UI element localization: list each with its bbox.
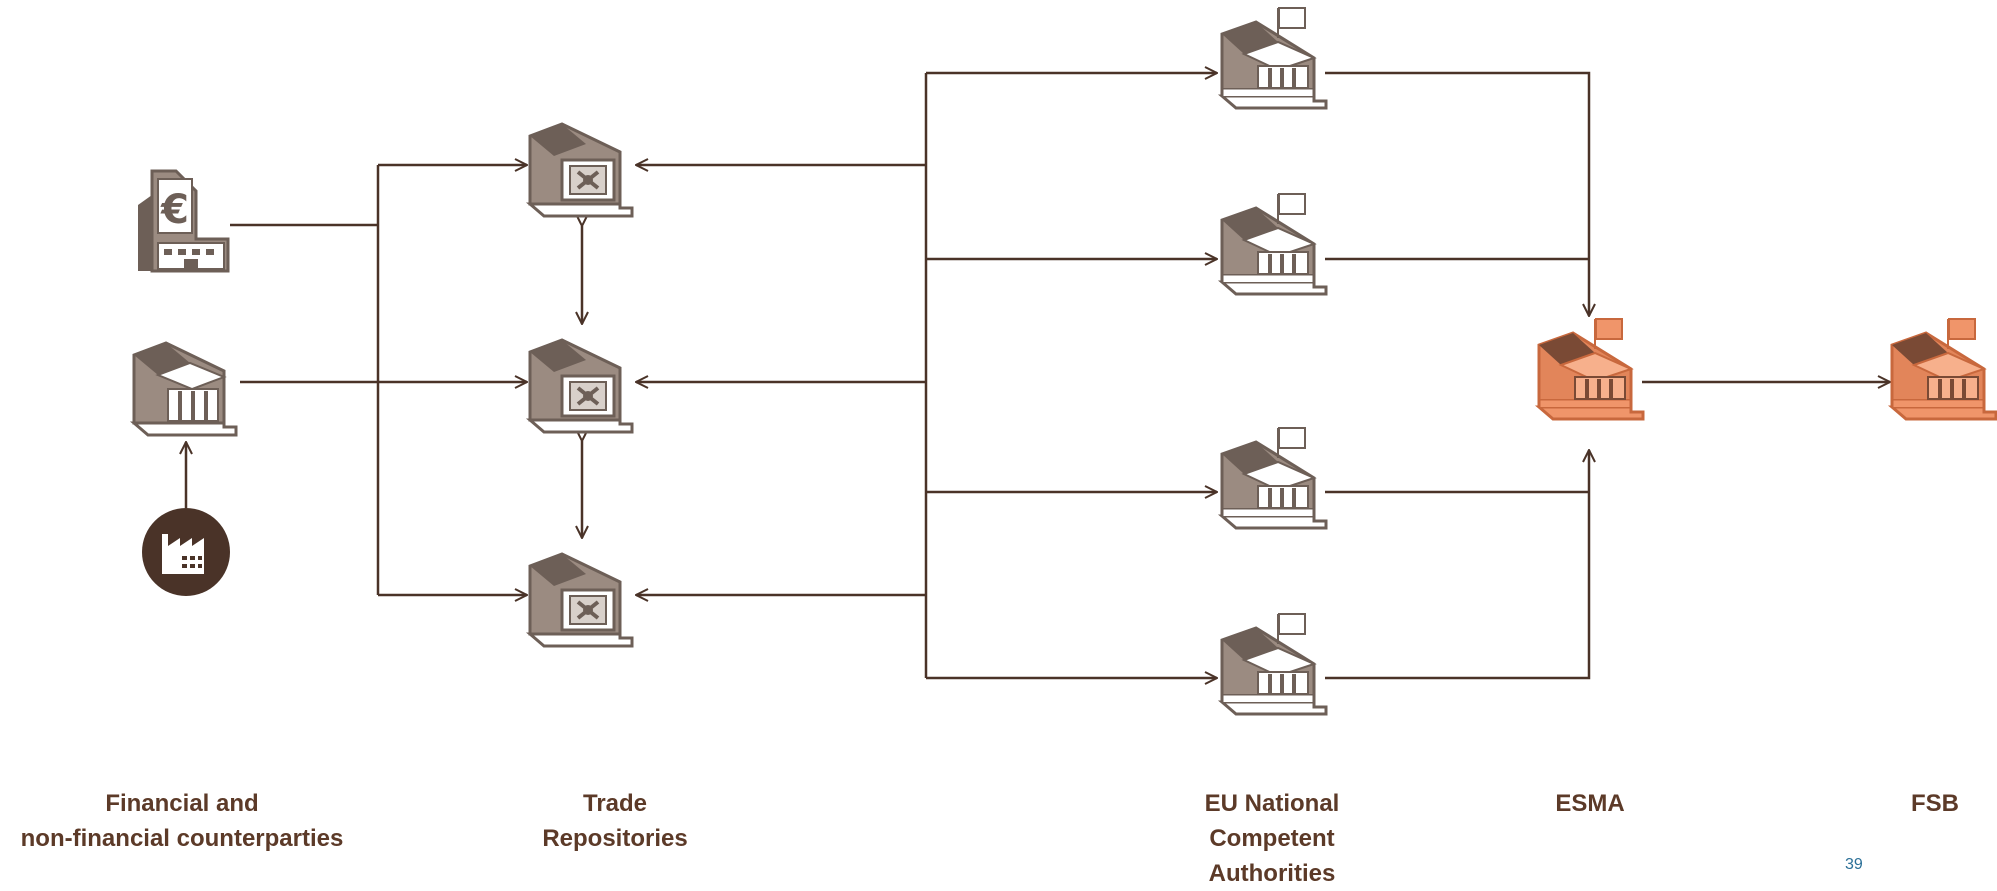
- label-trade-repositories-line1: Trade: [582, 790, 648, 817]
- label-ncas-line1: EU National: [1204, 790, 1340, 817]
- euro-office-building-icon: [136, 169, 230, 273]
- esma-icon: [1537, 317, 1645, 421]
- connector-lines: [186, 73, 1890, 678]
- label-ncas: EU National Competent Authorities: [1160, 786, 1384, 891]
- trade-repository-1-icon: [528, 122, 634, 218]
- nca-3-icon: [1220, 426, 1328, 530]
- label-trade-repositories: Trade Repositories: [500, 786, 730, 856]
- label-counterparties: Financial and non-financial counterparti…: [0, 786, 364, 856]
- label-esma-line1: ESMA: [1555, 790, 1625, 817]
- factory-icon: [142, 508, 230, 596]
- label-counterparties-line1: Financial and: [105, 790, 259, 817]
- label-ncas-line3: Authorities: [1208, 860, 1336, 887]
- page-number: 39: [1845, 856, 1863, 873]
- arrow-nca-4-to-esma: [1325, 450, 1589, 680]
- label-esma: ESMA: [1520, 786, 1660, 821]
- arrow-nca-1-to-esma: [1325, 71, 1589, 316]
- label-ncas-line2: Competent: [1209, 825, 1335, 852]
- nca-2-icon: [1220, 192, 1328, 296]
- nca-4-icon: [1220, 612, 1328, 716]
- trade-repository-3-icon: [528, 552, 634, 648]
- trade-repository-2-icon: [528, 338, 634, 434]
- nca-1-icon: [1220, 6, 1328, 110]
- bank-building-icon: [132, 341, 238, 437]
- label-fsb-line1: FSB: [1911, 790, 1959, 817]
- label-counterparties-line2: non-financial counterparties: [20, 825, 344, 852]
- label-fsb: FSB: [1880, 786, 1990, 821]
- label-trade-repositories-line2: Repositories: [542, 825, 688, 852]
- fsb-icon: [1890, 317, 1997, 421]
